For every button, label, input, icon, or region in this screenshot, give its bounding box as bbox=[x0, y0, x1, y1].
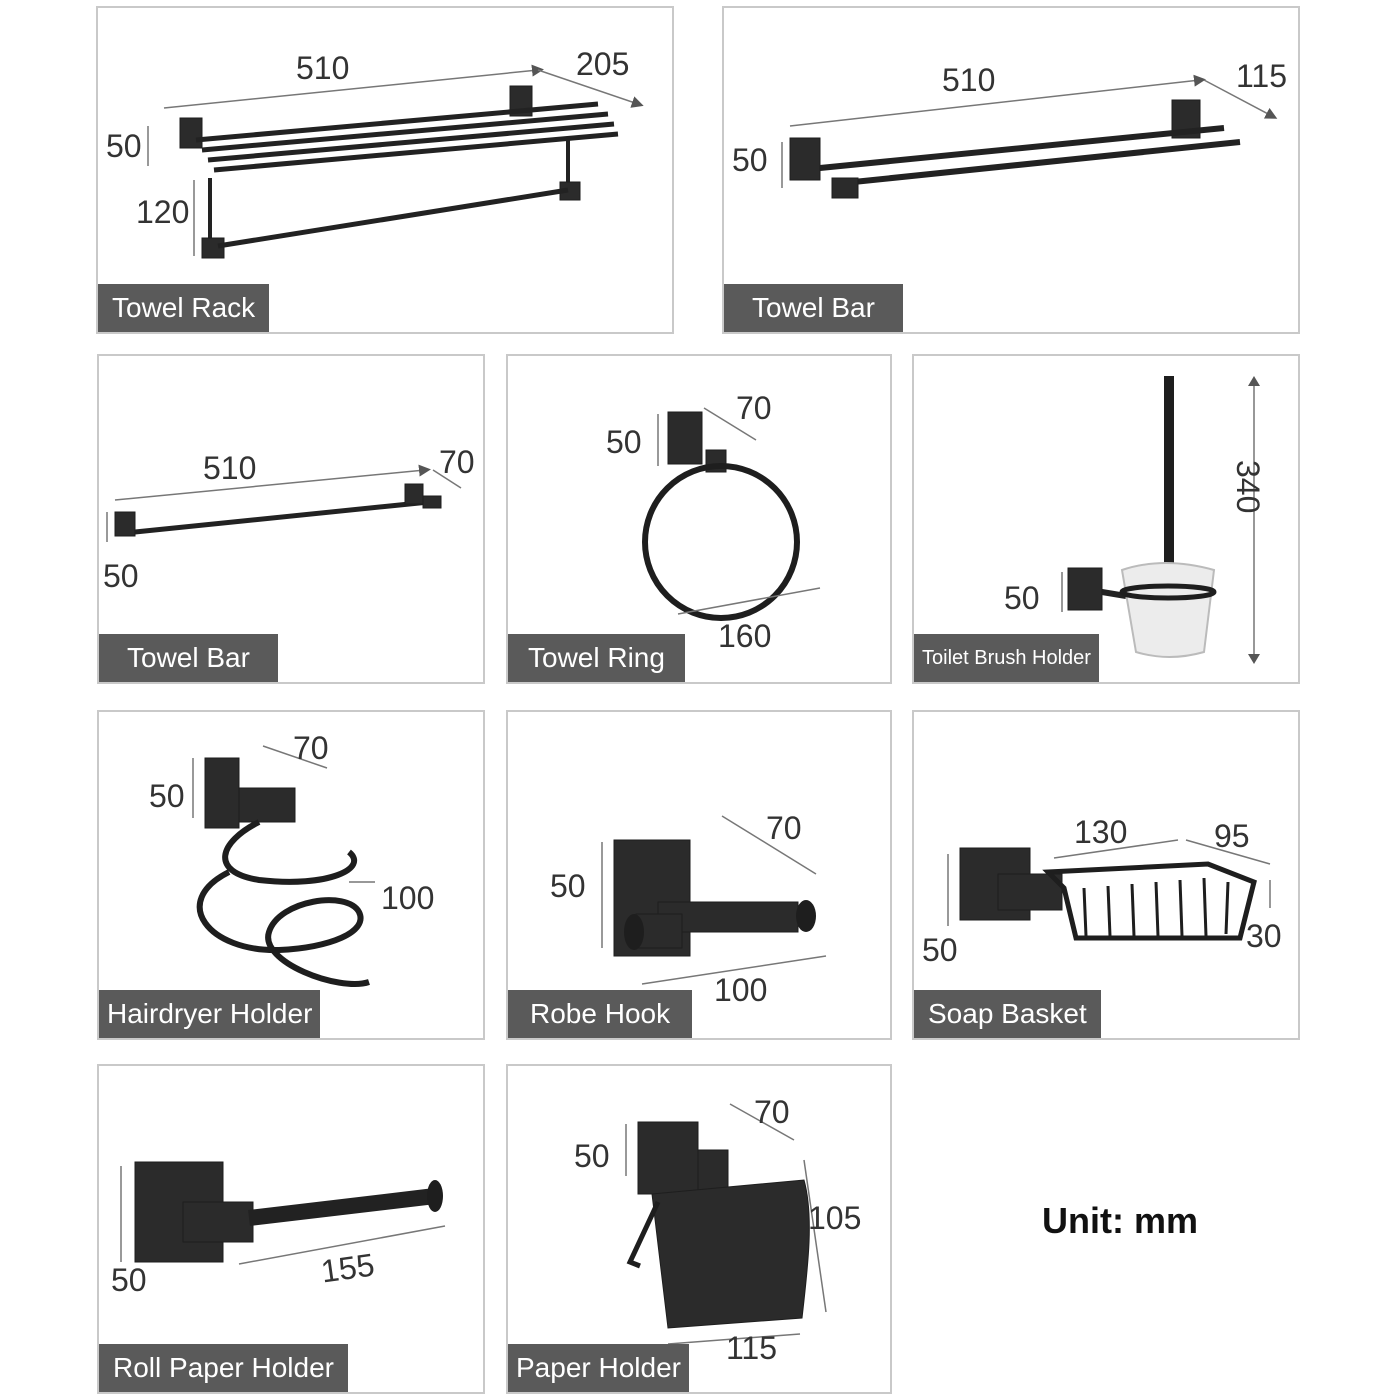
single-towel-bar-plate-height: 50 bbox=[103, 558, 139, 594]
toilet-brush-holder-illustration bbox=[1061, 376, 1260, 664]
towel-ring-diameter: 160 bbox=[718, 618, 772, 654]
towel-ring-illustration bbox=[642, 407, 821, 621]
product-label-roll-paper-holder: Roll Paper Holder bbox=[99, 1344, 348, 1392]
product-label-towel-ring: Towel Ring bbox=[508, 634, 685, 682]
product-card-roll-paper-holder: 50 155 Roll Paper Holder bbox=[97, 1064, 485, 1394]
product-card-towel-rack: 510 205 50 120 Towel Rack bbox=[96, 6, 674, 334]
robe-hook-plate-height: 50 bbox=[550, 868, 586, 904]
hairdryer-holder-plate-height: 50 bbox=[149, 778, 185, 814]
roll-paper-holder-length: 155 bbox=[318, 1246, 377, 1290]
paper-holder-illustration bbox=[625, 1103, 827, 1345]
roll-paper-holder-illustration bbox=[120, 1161, 446, 1265]
paper-holder-height: 105 bbox=[808, 1200, 862, 1236]
product-label-double-towel-bar: Towel Bar bbox=[724, 284, 903, 332]
towel-rack-length: 510 bbox=[296, 50, 350, 86]
paper-holder-depth: 70 bbox=[754, 1094, 790, 1130]
product-card-single-towel-bar: 510 70 50 Towel Bar bbox=[97, 354, 485, 684]
product-card-soap-basket: 130 95 50 30 Soap Basket bbox=[912, 710, 1300, 1040]
towel-rack-illustration bbox=[147, 64, 644, 259]
soap-basket-depth: 95 bbox=[1214, 818, 1250, 854]
toilet-brush-holder-plate-height: 50 bbox=[1004, 580, 1040, 616]
roll-paper-holder-plate-height: 50 bbox=[111, 1262, 147, 1298]
product-label-toilet-brush-holder: Toilet Brush Holder bbox=[914, 634, 1099, 682]
product-card-hairdryer-holder: 70 50 100 Hairdryer Holder bbox=[97, 710, 485, 1040]
double-towel-bar-illustration bbox=[781, 74, 1278, 199]
product-card-robe-hook: 70 50 100 Robe Hook bbox=[506, 710, 892, 1040]
product-card-double-towel-bar: 510 115 50 Towel Bar bbox=[722, 6, 1300, 334]
hairdryer-holder-illustration bbox=[192, 745, 375, 987]
towel-ring-plate-height: 50 bbox=[606, 424, 642, 460]
towel-rack-plate-height: 50 bbox=[106, 128, 142, 164]
product-label-robe-hook: Robe Hook bbox=[508, 990, 693, 1038]
double-towel-bar-plate-height: 50 bbox=[732, 142, 768, 178]
product-card-toilet-brush-holder: 340 50 Toilet Brush Holder bbox=[912, 354, 1300, 684]
product-label-hairdryer-holder: Hairdryer Holder bbox=[99, 990, 321, 1038]
robe-hook-depth: 70 bbox=[766, 810, 802, 846]
single-towel-bar-length: 510 bbox=[203, 450, 257, 486]
product-label-soap-basket: Soap Basket bbox=[914, 990, 1101, 1038]
unit-note: Unit: mm bbox=[1042, 1200, 1198, 1241]
robe-hook-illustration bbox=[601, 815, 827, 985]
product-label-towel-rack: Towel Rack bbox=[98, 284, 270, 332]
paper-holder-plate-height: 50 bbox=[574, 1138, 610, 1174]
towel-rack-depth: 205 bbox=[576, 46, 630, 82]
soap-basket-plate-height: 50 bbox=[922, 932, 958, 968]
product-card-towel-ring: 70 50 160 Towel Ring bbox=[506, 354, 892, 684]
soap-basket-width: 130 bbox=[1074, 814, 1128, 850]
product-label-paper-holder: Paper Holder bbox=[508, 1344, 689, 1392]
hairdryer-holder-width: 100 bbox=[381, 880, 435, 916]
double-towel-bar-length: 510 bbox=[942, 62, 996, 98]
product-card-paper-holder: 70 50 105 115 Paper Holder bbox=[506, 1064, 892, 1394]
towel-rack-drop-height: 120 bbox=[136, 194, 190, 230]
soap-basket-height: 30 bbox=[1246, 918, 1282, 954]
robe-hook-width: 100 bbox=[714, 972, 768, 1008]
soap-basket-illustration bbox=[947, 839, 1271, 941]
product-label-single-towel-bar: Towel Bar bbox=[99, 634, 278, 682]
single-towel-bar-illustration bbox=[106, 464, 462, 542]
toilet-brush-holder-height: 340 bbox=[1230, 460, 1266, 514]
single-towel-bar-depth: 70 bbox=[439, 444, 475, 480]
paper-holder-width: 115 bbox=[726, 1330, 778, 1366]
towel-ring-depth: 70 bbox=[736, 390, 772, 426]
hairdryer-holder-depth: 70 bbox=[293, 730, 329, 766]
double-towel-bar-depth: 115 bbox=[1236, 58, 1288, 94]
